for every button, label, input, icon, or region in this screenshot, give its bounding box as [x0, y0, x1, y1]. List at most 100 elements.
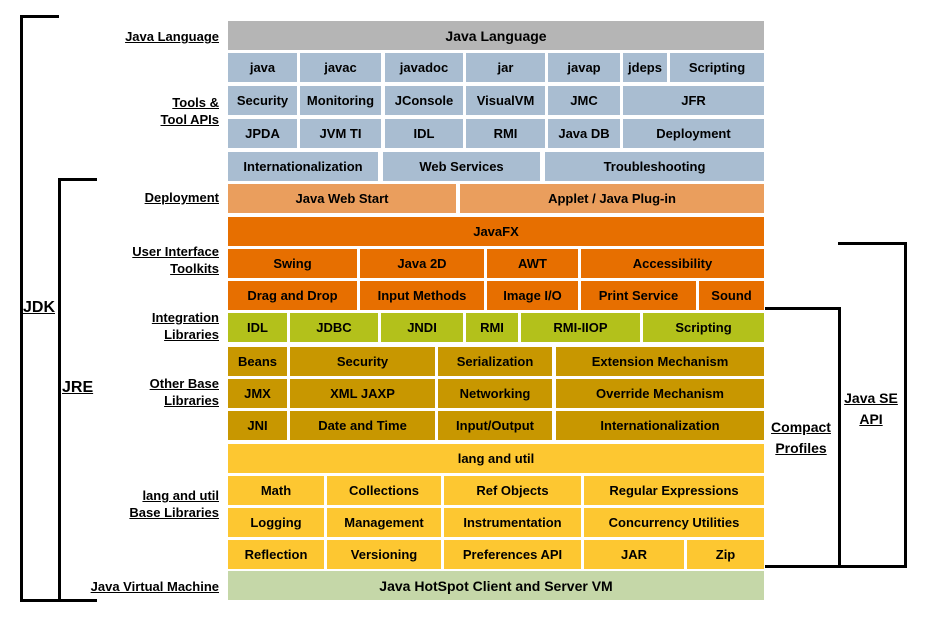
jdk-label: JDK [23, 299, 56, 316]
side-label-java-language: Java Language [125, 28, 219, 45]
grid-cell-beans: Beans [228, 347, 287, 376]
grid-cell-javap: javap [548, 53, 620, 82]
grid-cell-rmi-iiop: RMI-IIOP [521, 313, 640, 342]
grid-cell-extension-mechanism: Extension Mechanism [556, 347, 764, 376]
grid-cell-scripting: Scripting [670, 53, 764, 82]
grid-cell-drag-and-drop: Drag and Drop [228, 281, 357, 310]
jdk-bracket-top-tick [20, 15, 59, 18]
grid-cell-preferences-api: Preferences API [444, 540, 581, 569]
grid-cell-image-i-o: Image I/O [487, 281, 578, 310]
grid-cell-accessibility: Accessibility [581, 249, 764, 278]
grid-cell-java-db: Java DB [548, 119, 620, 148]
grid-cell-javac: javac [300, 53, 381, 82]
grid-cell-input-output: Input/Output [438, 411, 552, 440]
grid-cell-xml-jaxp: XML JAXP [290, 379, 435, 408]
jre-label: JRE [62, 379, 94, 396]
side-label-tools-tool-apis: Tools & Tool APIs [161, 94, 220, 128]
grid-cell-troubleshooting: Troubleshooting [545, 152, 764, 181]
grid-cell-networking: Networking [438, 379, 552, 408]
grid-cell-reflection: Reflection [228, 540, 324, 569]
grid-cell-collections: Collections [327, 476, 441, 505]
grid-cell-lang-and-util: lang and util [228, 444, 764, 473]
grid-cell-security: Security [290, 347, 435, 376]
grid-row-gray: Java Language [228, 21, 764, 50]
grid-cell-jconsole: JConsole [385, 86, 463, 115]
side-label-line: Base Libraries [129, 505, 219, 520]
grid-cell-jdeps: jdeps [623, 53, 667, 82]
grid-cell-override-mechanism: Override Mechanism [556, 379, 764, 408]
grid-cell-java-web-start: Java Web Start [228, 184, 456, 213]
grid-cell-jmx: JMX [228, 379, 287, 408]
grid-cell-jar: jar [466, 53, 545, 82]
jre-bracket-vline [58, 178, 61, 602]
grid-cell-versioning: Versioning [327, 540, 441, 569]
side-label-line: Other Base [149, 376, 219, 391]
side-label-line: Compact [771, 419, 831, 435]
grid-row-yellow: lang and util [228, 444, 764, 473]
grid-cell-sound: Sound [699, 281, 764, 310]
grid-cell-swing: Swing [228, 249, 357, 278]
grid-cell-javafx: JavaFX [228, 217, 764, 246]
grid-cell-serialization: Serialization [438, 347, 552, 376]
grid-cell-print-service: Print Service [581, 281, 696, 310]
side-label-line: Java Language [125, 29, 219, 44]
grid-cell-logging: Logging [228, 508, 324, 537]
grid-cell-rmi: RMI [466, 119, 545, 148]
grid-cell-math: Math [228, 476, 324, 505]
grid-cell-input-methods: Input Methods [360, 281, 484, 310]
grid-cell-jdbc: JDBC [290, 313, 378, 342]
grid-cell-web-services: Web Services [383, 152, 540, 181]
side-label-line: Tool APIs [160, 112, 220, 127]
grid-cell-jfr: JFR [623, 86, 764, 115]
side-label-line: lang and util [142, 488, 219, 503]
side-label-line: User Interface [132, 244, 219, 259]
grid-cell-visualvm: VisualVM [466, 86, 545, 115]
grid-cell-management: Management [327, 508, 441, 537]
side-label-deployment: Deployment [145, 189, 219, 206]
grid-cell-ref-objects: Ref Objects [444, 476, 581, 505]
side-label-line: Deployment [144, 190, 219, 205]
grid-cell-applet-java-plug-in: Applet / Java Plug-in [460, 184, 764, 213]
side-label-line: Java Virtual Machine [90, 579, 219, 594]
grid-cell-date-and-time: Date and Time [290, 411, 435, 440]
grid-row-orange: JavaFX [228, 217, 764, 246]
grid-cell-idl: IDL [385, 119, 463, 148]
grid-cell-scripting: Scripting [643, 313, 764, 342]
grid-cell-jndi: JNDI [381, 313, 463, 342]
grid-cell-javadoc: javadoc [385, 53, 463, 82]
grid-cell-monitoring: Monitoring [300, 86, 381, 115]
grid-cell-jvm-ti: JVM TI [300, 119, 381, 148]
right-brackets-bottom [765, 565, 907, 568]
grid-cell-java-2d: Java 2D [360, 249, 484, 278]
grid-cell-zip: Zip [687, 540, 764, 569]
side-label-line: Tools & [172, 95, 219, 110]
jre-bracket-top-tick [58, 178, 97, 181]
grid-cell-idl: IDL [228, 313, 287, 342]
side-label-java-virtual-machine: Java Virtual Machine [91, 578, 219, 595]
grid-cell-jni: JNI [228, 411, 287, 440]
grid-cell-rmi: RMI [466, 313, 518, 342]
grid-cell-java: java [228, 53, 297, 82]
javase-api-bracket-vline [904, 242, 907, 568]
grid-cell-jmc: JMC [548, 86, 620, 115]
grid-cell-security: Security [228, 86, 297, 115]
side-label-line: Libraries [164, 327, 219, 342]
compact-profiles-bracket-vline [838, 307, 841, 568]
grid-cell-internationalization: Internationalization [228, 152, 378, 181]
grid-cell-awt: AWT [487, 249, 578, 278]
grid-cell-internationalization: Internationalization [556, 411, 764, 440]
